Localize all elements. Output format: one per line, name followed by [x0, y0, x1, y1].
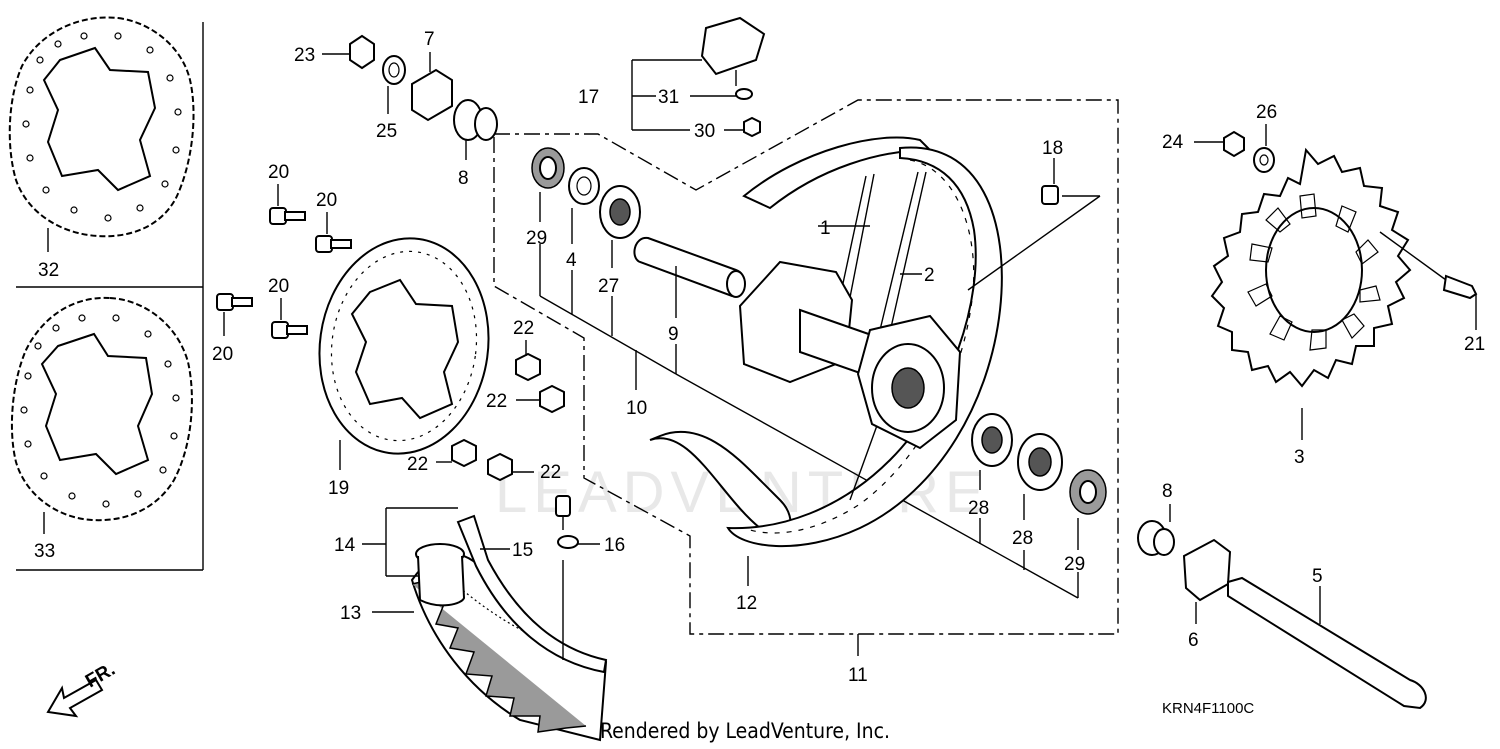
wheel-assembly-box-11 — [493, 99, 1119, 656]
label-22-a: 22 — [513, 318, 534, 339]
label-16: 16 — [604, 535, 625, 556]
label-14: 14 — [334, 535, 356, 556]
label-24: 24 — [1162, 132, 1184, 153]
rear-axle-5[interactable] — [1227, 576, 1427, 710]
label-9: 9 — [668, 324, 679, 345]
label-8-b: 8 — [1162, 481, 1173, 502]
bearing-28-a[interactable] — [971, 413, 1013, 467]
tube-valve-16[interactable] — [555, 495, 600, 660]
rotor-bolts-20[interactable] — [216, 184, 352, 339]
label-33: 33 — [34, 541, 55, 562]
label-20-a: 20 — [268, 162, 289, 183]
label-2: 2 — [924, 265, 935, 286]
chain-adjuster-6[interactable] — [1182, 538, 1232, 624]
label-18: 18 — [1042, 138, 1063, 159]
rim-band-14[interactable] — [362, 507, 466, 607]
label-10: 10 — [626, 398, 647, 419]
collar-8-right[interactable] — [1137, 504, 1175, 556]
label-28-a: 28 — [968, 498, 989, 519]
label-22-b: 22 — [486, 391, 507, 412]
label-8-a: 8 — [458, 168, 469, 189]
collar-8-left[interactable] — [453, 99, 498, 160]
label-26: 26 — [1256, 102, 1277, 123]
dust-seal-29-left[interactable] — [531, 147, 565, 189]
label-27: 27 — [598, 276, 619, 297]
driven-sprocket-3[interactable] — [1210, 147, 1412, 440]
label-6: 6 — [1188, 630, 1199, 651]
label-22-d: 22 — [540, 462, 561, 483]
rotor-nuts-22[interactable] — [436, 340, 565, 482]
label-12: 12 — [736, 593, 757, 614]
label-21: 21 — [1464, 334, 1485, 355]
brake-disc-19[interactable] — [306, 227, 502, 470]
label-15: 15 — [512, 540, 533, 561]
label-22-c: 22 — [407, 454, 428, 475]
label-1: 1 — [820, 218, 831, 239]
distance-collar-9[interactable] — [633, 236, 746, 298]
label-5: 5 — [1312, 566, 1323, 587]
label-17: 17 — [578, 87, 599, 108]
bearing-27[interactable] — [599, 185, 641, 239]
spoke-nipple-18[interactable] — [967, 158, 1101, 291]
label-19: 19 — [328, 478, 349, 499]
sprocket-bolt-21[interactable] — [1379, 231, 1478, 330]
axle-nut-23[interactable] — [322, 34, 375, 70]
label-28-b: 28 — [1012, 528, 1033, 549]
label-3: 3 — [1294, 447, 1305, 468]
diagram-code: KRN4F1100C — [1162, 700, 1254, 717]
label-13: 13 — [340, 603, 361, 624]
label-32: 32 — [38, 260, 59, 281]
front-direction-arrow-icon — [46, 678, 104, 718]
washer-25[interactable] — [382, 55, 406, 114]
sprocket-washer-26[interactable] — [1253, 124, 1275, 173]
label-4: 4 — [566, 250, 577, 271]
alternate-rotor-panel — [16, 22, 204, 571]
label-30: 30 — [694, 121, 715, 142]
dust-seal-29-right[interactable] — [1069, 469, 1107, 515]
label-31: 31 — [658, 87, 679, 108]
wave-rotor-33[interactable] — [10, 296, 193, 534]
sprocket-nut-24[interactable] — [1194, 130, 1245, 158]
bearing-28-b[interactable] — [1017, 433, 1063, 491]
label-23: 23 — [294, 45, 315, 66]
wave-rotor-32[interactable] — [8, 16, 195, 252]
chain-adjuster-7[interactable] — [411, 52, 453, 122]
label-20-c: 20 — [268, 276, 289, 297]
rear-hub[interactable] — [738, 260, 962, 450]
valve-nozzle-17[interactable] — [631, 16, 766, 138]
label-20-d: 20 — [212, 344, 233, 365]
collar-4[interactable] — [568, 167, 600, 205]
label-7: 7 — [424, 29, 435, 50]
inner-tube-15[interactable] — [456, 514, 608, 674]
credit-line: Rendered by LeadVenture, Inc. — [600, 719, 890, 743]
label-29-b: 29 — [1064, 554, 1085, 575]
label-20-b: 20 — [316, 190, 337, 211]
label-29-a: 29 — [526, 228, 547, 249]
label-25: 25 — [376, 121, 397, 142]
label-11: 11 — [848, 665, 868, 686]
